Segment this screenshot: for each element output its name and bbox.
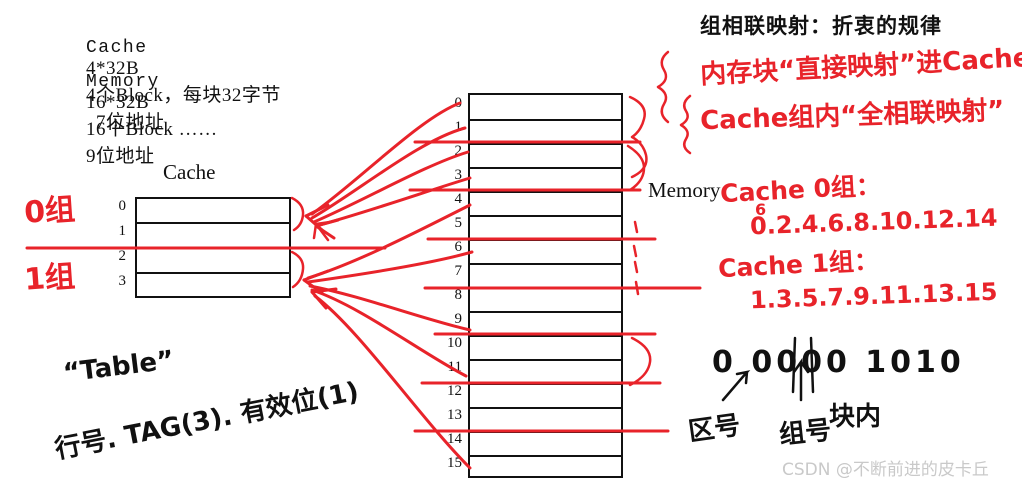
header-cache-size: 4*32B: [86, 58, 140, 79]
header-memory-name: Memory: [86, 72, 160, 92]
memory-divider-4: [470, 215, 621, 217]
memory-caption: Memory: [648, 178, 721, 202]
header-memory-blocks: 16个Block ……: [86, 119, 218, 140]
header-cache-addr: 7位地址: [96, 112, 165, 133]
memory-divider-7: [470, 287, 621, 289]
annotation-address-bits: 0 0000 1010: [712, 345, 965, 380]
annotation-field-offset: 块内: [829, 402, 882, 432]
arrowhead-set0-b2: [314, 224, 336, 240]
memory-group-brace-1: [626, 144, 646, 192]
page-title: 组相联映射：折衷的规律: [700, 14, 942, 38]
memory-group-brace-5: [628, 336, 652, 387]
cache-group-0-brace: [290, 196, 305, 232]
arrowhead-set1-b2: [310, 290, 328, 310]
memory-row-label-6: 6: [454, 239, 463, 255]
cache-divider-0: [137, 222, 289, 224]
memory-row-label-2: 2: [454, 143, 463, 159]
memory-divider-14: [470, 455, 621, 457]
cache-row-label-3: 3: [118, 273, 127, 289]
cache-group-1-brace: [290, 250, 305, 289]
header-row-memory: Memory 16*32B 16个Block …… 9位地址: [65, 48, 314, 190]
memory-row-label-7: 7: [454, 263, 463, 279]
annotation-set0-inserted-digit: 6: [755, 200, 767, 219]
memory-divider-5: [470, 239, 621, 241]
memory-divider-13: [470, 431, 621, 433]
memory-divider-12: [470, 407, 621, 409]
memory-row-label-8: 8: [454, 287, 463, 303]
cache-caption: Cache: [163, 160, 216, 184]
annotation-field-tag: 区号: [686, 410, 743, 448]
memory-row-label-0: 0: [454, 95, 463, 111]
cache-divider-1: [137, 247, 289, 249]
memory-row-label-9: 9: [454, 311, 463, 327]
memory-row-label-1: 1: [454, 119, 463, 135]
annotation-rule-line-2: Cache组内“全相联映射”: [699, 95, 1005, 137]
memory-row-label-4: 4: [454, 191, 463, 207]
memory-row-label-11: 11: [447, 359, 462, 375]
memory-group-brace-0: [628, 95, 648, 179]
memory-divider-10: [470, 359, 621, 361]
memory-divider-6: [470, 263, 621, 265]
cache-group-0-label: 0组: [23, 192, 77, 231]
memory-divider-11: [470, 383, 621, 385]
arrow-mem-4-to-set0: [312, 150, 470, 224]
annotation-set0-members: 0.2.4.6.8.10.12.14: [749, 203, 998, 241]
cache-row-label-2: 2: [118, 248, 127, 264]
header-memory-size: 16*32B: [86, 92, 150, 113]
cache-row-label-0: 0: [118, 198, 127, 214]
memory-divider-8: [470, 311, 621, 313]
rule-brace-inner: [679, 94, 692, 155]
memory-row-label-5: 5: [454, 215, 463, 231]
annotation-table-label: “Table”: [61, 345, 176, 389]
cache-divider-2: [137, 272, 289, 274]
memory-ellipsis-dash-2: [632, 244, 638, 258]
memory-row-label-14: 14: [447, 431, 462, 447]
annotation-field-set: 组号: [777, 415, 833, 451]
header-cache-name: Cache: [86, 38, 148, 58]
arrowhead-set1-a2: [302, 278, 324, 295]
annotation-set0-label: Cache 0组：: [719, 170, 882, 209]
memory-row-label-15: 15: [447, 455, 462, 471]
cache-row-label-1: 1: [118, 223, 127, 239]
memory-ellipsis-dash-1: [633, 220, 639, 234]
memory-ellipsis-dash-4: [634, 280, 640, 296]
header-cache-blocks: 4个Block，每块32字节: [86, 85, 281, 106]
rule-brace-outer: [656, 50, 670, 124]
arrowhead-set0-b1: [314, 218, 340, 228]
memory-ellipsis-dash-3: [633, 260, 639, 274]
header-memory-addr: 9位地址: [86, 146, 155, 167]
arrowhead-set0-a2: [304, 214, 324, 232]
memory-row-label-10: 10: [447, 335, 462, 351]
memory-divider-0: [470, 119, 621, 121]
annotation-rule-line-1: 内存块“直接映射”进Cache组: [699, 41, 1022, 91]
memory-divider-3: [470, 191, 621, 193]
memory-divider-9: [470, 335, 621, 337]
arrow-upward-marker: [312, 220, 332, 242]
memory-box: [468, 93, 623, 478]
cache-group-1-label: 1组: [23, 259, 77, 298]
memory-divider-2: [470, 167, 621, 169]
header-row-cache: Cache 4*32B 4个Block，每块32字节 7位地址: [65, 14, 281, 156]
annotation-table-fields: 行号. TAG(3). 有效位(1): [52, 376, 362, 466]
cache-box: [135, 197, 291, 298]
memory-divider-1: [470, 143, 621, 145]
arrowhead-set1-a1: [302, 269, 330, 282]
memory-row-label-3: 3: [454, 167, 463, 183]
watermark: CSDN @不断前进的皮卡丘: [782, 460, 989, 480]
memory-row-label-12: 12: [447, 383, 462, 399]
arrowhead-set0-a1: [304, 203, 330, 218]
memory-row-label-13: 13: [447, 407, 462, 423]
arrowhead-set1-b1: [310, 287, 338, 294]
annotation-set1-members: 1.3.5.7.9.11.13.15: [749, 277, 998, 315]
arrow-mem-0-to-set0: [310, 101, 462, 216]
annotation-set1-label: Cache 1组：: [717, 245, 880, 284]
